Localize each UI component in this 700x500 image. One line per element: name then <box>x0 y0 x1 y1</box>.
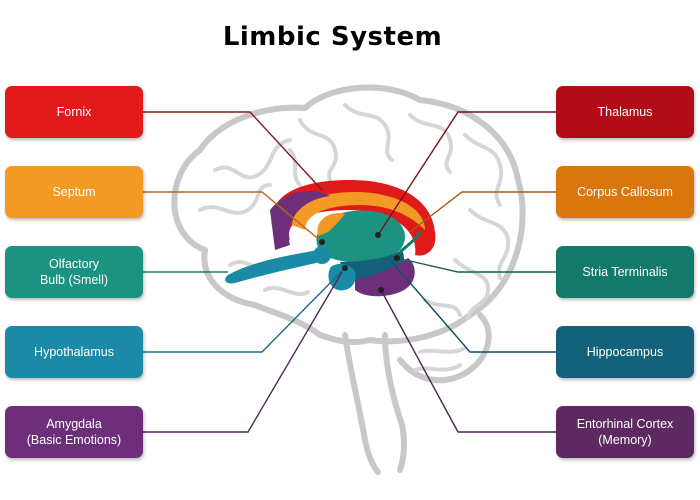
hypothalamus-connector <box>143 267 346 353</box>
connectors <box>143 111 556 433</box>
septum-connector <box>143 191 323 243</box>
label-hypothalamus: Hypothalamus <box>5 326 143 378</box>
entorhinal-shape <box>355 258 415 297</box>
label-thalamus: Thalamus <box>556 86 694 138</box>
label-fornix: Fornix <box>5 86 143 138</box>
label-entorhinal-cortex: Entorhinal Cortex (Memory) <box>556 406 694 458</box>
amygdala-shape <box>328 263 356 291</box>
limbic-structures <box>225 180 436 297</box>
label-amygdala: Amygdala (Basic Emotions) <box>5 406 143 458</box>
thalamus-connector <box>377 111 556 236</box>
cortex-band <box>270 191 330 250</box>
label-septum: Septum <box>5 166 143 218</box>
amygdala-connector <box>143 271 343 433</box>
fornix-connector <box>143 111 323 191</box>
label-hippocampus: Hippocampus <box>556 326 694 378</box>
corpus-callosum-arc <box>292 192 425 230</box>
label-corpus-callosum: Corpus Callosum <box>556 166 694 218</box>
corpus-connector <box>409 191 556 233</box>
hypothalamus-dot <box>342 265 348 271</box>
thalamus-shape <box>316 210 406 263</box>
stria-dot <box>394 255 400 261</box>
label-stria-terminalis: Stria Terminalis <box>556 246 694 298</box>
stria-arc <box>399 231 422 254</box>
label-olfactory-bulb: Olfactory Bulb (Smell) <box>5 246 143 298</box>
hypothalamus-shape <box>313 246 331 264</box>
thalamus-dot <box>375 232 381 238</box>
diagram-title: Limbic System <box>222 22 443 52</box>
hippocampus-connector <box>391 261 556 353</box>
brain-folds <box>198 103 511 372</box>
olfactory-bulb <box>225 250 320 284</box>
stria-connector <box>396 257 556 273</box>
entorhinal-dot <box>378 287 384 293</box>
septum-curl <box>317 213 345 236</box>
entorhinal-connector <box>380 289 556 433</box>
septum-dot <box>319 239 325 245</box>
